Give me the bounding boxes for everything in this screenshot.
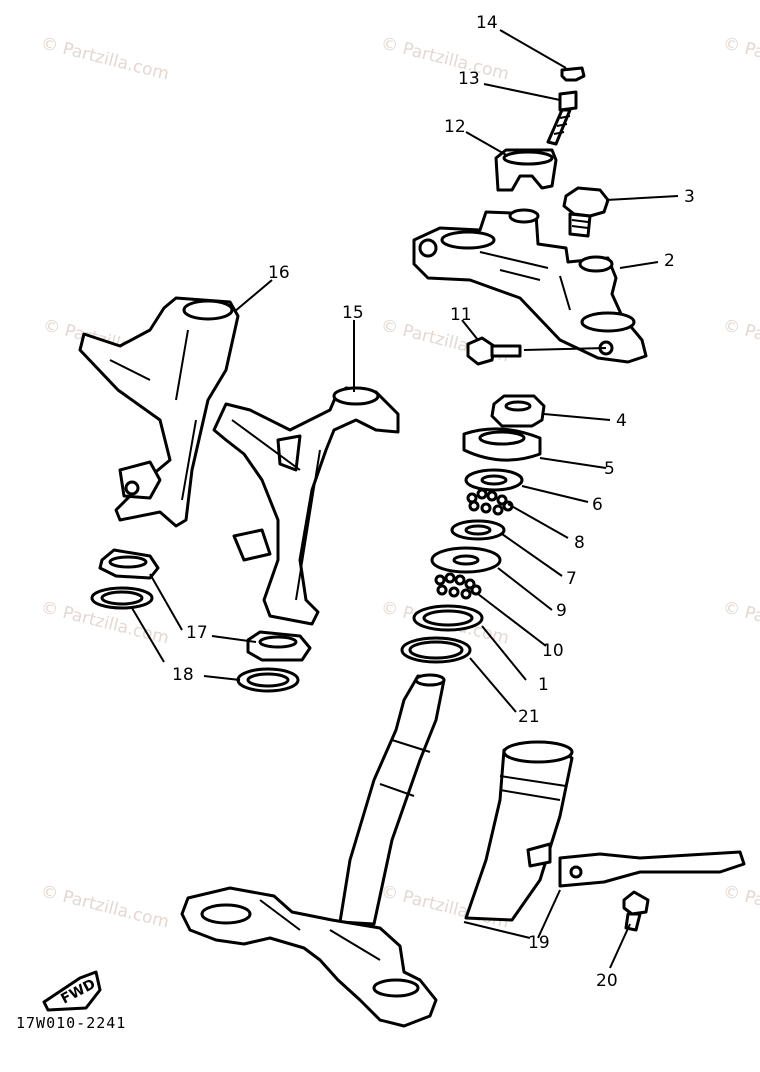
part-21-ring (400, 636, 472, 664)
callout-11: 11 (450, 305, 472, 325)
callout-1: 1 (538, 675, 549, 695)
part-17-nut (246, 630, 312, 662)
callout-10: 10 (542, 641, 564, 661)
callout-7: 7 (566, 569, 577, 589)
part-14-cap (560, 66, 586, 82)
part-18-washer (236, 667, 300, 693)
part-10-balls (434, 572, 482, 600)
callout-14: 14 (476, 13, 498, 33)
part-17-nut (98, 548, 160, 580)
callout-8: 8 (574, 533, 585, 553)
part-15-center-mount (212, 386, 400, 626)
leader-lines (131, 29, 679, 969)
callout-19: 19 (528, 933, 550, 953)
part-20-screw (622, 890, 650, 932)
part-5-seal (462, 427, 542, 462)
part-1-race (412, 604, 484, 632)
callout-labels: 1 2 3 4 5 6 7 8 9 10 11 12 13 14 15 16 1… (172, 13, 695, 991)
part-13-bolt (546, 90, 578, 146)
watermark: © Partzilla.com (721, 33, 760, 84)
part-2-upper-bracket (412, 208, 648, 364)
callout-3: 3 (684, 187, 695, 207)
watermark: © Partzilla.com (39, 33, 171, 84)
callout-15: 15 (342, 303, 364, 323)
part-6-race (464, 468, 524, 492)
callout-16: 16 (268, 263, 290, 283)
part-19-stay (558, 850, 746, 888)
part-7-race (450, 519, 506, 541)
watermark: © Partzilla.com (39, 881, 171, 932)
watermark: © Partzilla.com (379, 33, 511, 84)
part-3-bolt (562, 186, 610, 238)
callout-4: 4 (616, 411, 627, 431)
callout-13: 13 (458, 69, 480, 89)
part-16-left-mount (78, 296, 240, 528)
part-4-ring-nut (490, 394, 546, 428)
part-8-balls (466, 488, 514, 516)
callout-12: 12 (444, 117, 466, 137)
watermark: © Partzilla.com (721, 597, 760, 648)
fwd-arrow-icon: FWD (42, 970, 102, 1012)
part-12-clamp (494, 148, 558, 192)
diagram-code: 17W010-2241 (16, 1014, 126, 1032)
part-11-bolt (466, 336, 522, 366)
callout-9: 9 (556, 601, 567, 621)
callout-6: 6 (592, 495, 603, 515)
callout-2: 2 (664, 251, 675, 271)
callout-5: 5 (604, 459, 615, 479)
callout-18: 18 (172, 665, 194, 685)
part-18-washer (90, 586, 154, 610)
part-19-tube (464, 740, 574, 922)
steering-stem (338, 673, 446, 926)
callout-17: 17 (186, 623, 208, 643)
watermark: © Partzilla.com (721, 881, 760, 932)
callout-21: 21 (518, 707, 540, 727)
part-9-washer (430, 546, 502, 574)
callout-20: 20 (596, 971, 618, 991)
lower-bracket (180, 886, 438, 1028)
watermark: © Partzilla.com (721, 315, 760, 366)
